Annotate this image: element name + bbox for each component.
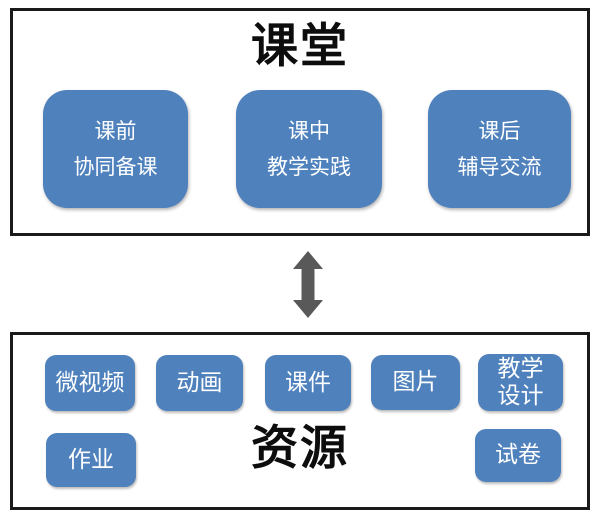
stage-box-pre-class: 课前 协同备课 [43,90,188,208]
stage-after-class-label-line2: 辅导交流 [457,154,542,179]
resource-panel-title: 资源 [251,421,349,476]
resource-micro-video-label: 微视频 [55,369,125,396]
resource-courseware-label: 课件 [285,369,331,396]
resource-test-paper-label: 试卷 [495,442,541,468]
resource-box-pictures: 图片 [371,355,460,410]
stage-pre-class-label-line2: 协同备课 [73,154,158,179]
resource-pictures-label: 图片 [392,369,439,395]
stage-box-in-class: 课中 教学实践 [236,90,382,208]
resource-homework-label: 作业 [68,446,114,473]
resource-box-micro-video: 微视频 [45,355,135,411]
stage-after-class-label-line1: 课后 [478,118,521,143]
resource-box-animation: 动画 [156,355,243,411]
resource-box-test-paper: 试卷 [475,429,561,482]
resource-panel: 微视频 动画 课件 图片 教学 设计 作业 试卷 资源 [10,332,590,510]
resource-teaching-design-label-line2: 设计 [497,382,544,409]
stage-box-after-class: 课后 辅导交流 [428,90,571,208]
resource-teaching-design-label-line1: 教学 [497,355,544,382]
two-way-arrow-icon [292,251,324,318]
resource-box-homework: 作业 [46,433,136,487]
resource-animation-label: 动画 [176,369,223,396]
stage-in-class-label-line2: 教学实践 [267,154,351,179]
classroom-panel-title: 课堂 [251,19,349,74]
resource-box-courseware: 课件 [265,355,351,411]
stage-in-class-label-line1: 课中 [288,118,330,143]
resource-box-teaching-design: 教学 设计 [478,354,563,411]
classroom-panel: 课堂 课前 协同备课 课中 教学实践 课后 辅导交流 [10,8,590,236]
stage-pre-class-label-line1: 课前 [94,118,137,143]
